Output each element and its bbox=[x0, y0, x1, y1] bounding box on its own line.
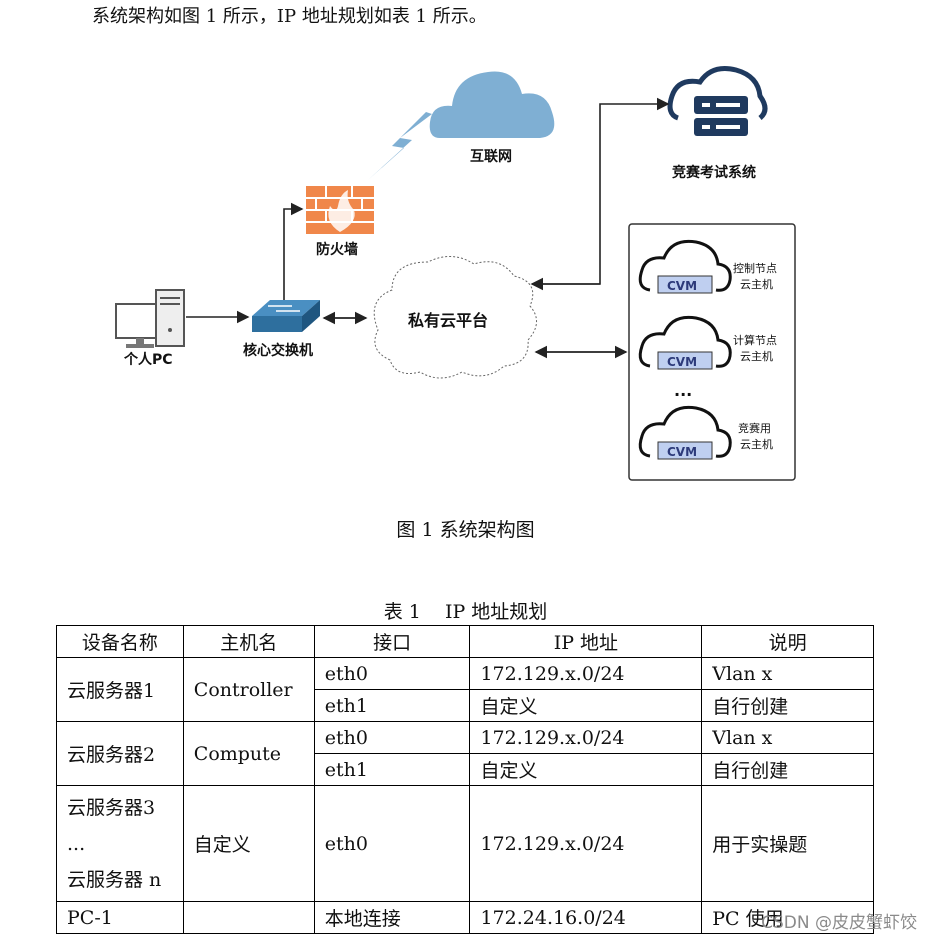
interface-cell: eth0 bbox=[313, 721, 471, 754]
firewall-label: 防火墙 bbox=[316, 241, 358, 258]
note-cell: 自行创建 bbox=[701, 753, 874, 786]
interface-cell: eth1 bbox=[313, 689, 471, 722]
vm-label-line2: 云主机 bbox=[740, 277, 773, 291]
internet-label: 互联网 bbox=[470, 149, 512, 165]
table-row: PC-1 本地连接 172.24.16.0/24 PC 使用 bbox=[56, 901, 874, 934]
architecture-diagram: 互联网 竞赛考试系统 防火墙 个人PC bbox=[115, 66, 796, 481]
figure-caption: 图 1 系统架构图 bbox=[396, 519, 535, 541]
note-cell: 用于实操题 bbox=[701, 785, 874, 902]
device-cell: 云服务器1 bbox=[56, 657, 184, 722]
table-caption: 表 1 IP 地址规划 bbox=[383, 601, 548, 623]
cvm-icon bbox=[638, 315, 732, 370]
exam-server-icon bbox=[667, 66, 768, 136]
header-cell: IP 地址 bbox=[469, 625, 703, 658]
ip-cell: 172.129.x.0/24 bbox=[469, 785, 703, 902]
interface-cell: eth0 bbox=[313, 785, 471, 902]
host-cell: Controller bbox=[182, 657, 315, 722]
table-row: eth1 自定义 自行创建 bbox=[57, 753, 874, 786]
lightning-icon bbox=[368, 112, 432, 180]
exam-system-label: 竞赛考试系统 bbox=[672, 164, 756, 181]
ip-cell: 自定义 bbox=[469, 689, 703, 722]
note-cell: PC 使用 bbox=[701, 901, 874, 934]
cvm-badge: CVM bbox=[667, 355, 697, 369]
pc-icon bbox=[115, 289, 185, 348]
ip-cell: 172.129.x.0/24 bbox=[469, 721, 703, 754]
host-cell bbox=[182, 901, 315, 934]
connectors bbox=[186, 97, 670, 359]
header-cell: 接口 bbox=[313, 625, 471, 658]
device-cell: PC-1 bbox=[56, 901, 184, 934]
interface-cell: 本地连接 bbox=[313, 901, 471, 934]
interface-cell: eth1 bbox=[313, 753, 471, 786]
cvm-badge: CVM bbox=[667, 445, 697, 459]
vm-label-line1: 控制节点 bbox=[733, 261, 777, 275]
private-cloud-icon bbox=[373, 256, 537, 379]
vm-label-line2: 云主机 bbox=[740, 437, 773, 451]
device-line: 云服务器 n bbox=[67, 868, 162, 891]
vm-label-line1: 计算节点 bbox=[733, 333, 777, 347]
table-header-row: 设备名称 主机名 接口 IP 地址 说明 bbox=[56, 625, 874, 658]
interface-cell: eth0 bbox=[313, 657, 471, 690]
core-switch-label: 核心交换机 bbox=[243, 342, 313, 359]
ip-cell: 172.24.16.0/24 bbox=[469, 901, 703, 934]
intro-paragraph: 系统架构如图 1 所示，IP 地址规划如表 1 所示。 bbox=[92, 6, 487, 27]
vm-label-line2: 云主机 bbox=[740, 349, 773, 363]
table-row: 云服务器2 Compute eth0 172.129.x.0/24 Vlan x bbox=[56, 721, 874, 786]
header-cell: 设备名称 bbox=[56, 625, 184, 658]
vm-ellipsis: ... bbox=[674, 381, 692, 400]
ip-cell: 172.129.x.0/24 bbox=[469, 657, 703, 690]
cvm-icon bbox=[638, 405, 732, 460]
core-switch-icon bbox=[252, 300, 320, 332]
vm-label-line1: 竞赛用 bbox=[738, 421, 771, 435]
ip-cell: 自定义 bbox=[469, 753, 703, 786]
header-cell: 说明 bbox=[701, 625, 874, 658]
device-cell: 云服务器3 ... 云服务器 n bbox=[56, 785, 184, 902]
cvm-icon bbox=[638, 239, 732, 294]
cvm-badge: CVM bbox=[667, 279, 697, 293]
note-cell: 自行创建 bbox=[701, 689, 874, 722]
pc-label: 个人PC bbox=[123, 351, 173, 368]
internet-cloud-icon bbox=[429, 71, 555, 138]
device-cell: 云服务器2 bbox=[56, 721, 184, 786]
private-cloud-label: 私有云平台 bbox=[408, 311, 488, 330]
device-line: 云服务器3 bbox=[67, 796, 156, 819]
ip-plan-table: 设备名称 主机名 接口 IP 地址 说明 云服务器1 Controller et… bbox=[56, 625, 874, 934]
table-row: 云服务器3 ... 云服务器 n 自定义 eth0 172.129.x.0/24… bbox=[56, 785, 874, 902]
table-row: 云服务器1 Controller eth0 172.129.x.0/24 Vla… bbox=[56, 657, 874, 722]
watermark: CSDN @皮皮蟹虾饺 bbox=[761, 913, 917, 933]
host-cell: 自定义 bbox=[182, 785, 315, 902]
host-cell: Compute bbox=[182, 721, 315, 786]
firewall-icon bbox=[306, 186, 374, 234]
note-cell: Vlan x bbox=[701, 721, 874, 754]
header-cell: 主机名 bbox=[182, 625, 315, 658]
note-cell: Vlan x bbox=[701, 657, 874, 690]
device-line: ... bbox=[67, 832, 86, 855]
